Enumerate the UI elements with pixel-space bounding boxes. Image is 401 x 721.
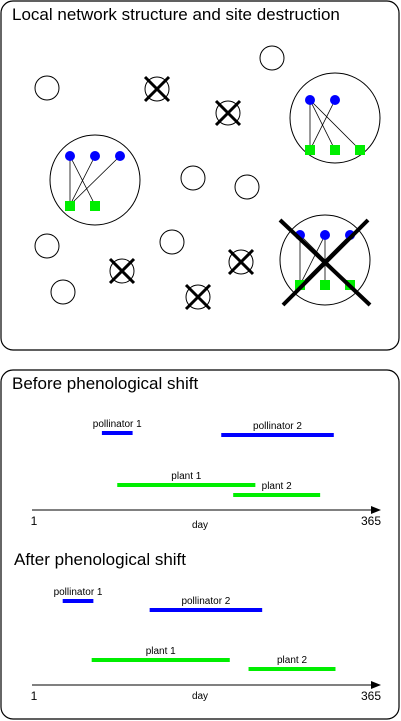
pollinator-node xyxy=(65,151,75,161)
after-title: After phenological shift xyxy=(14,550,186,569)
site xyxy=(159,229,185,255)
destroyed-site xyxy=(108,257,136,285)
destroyed-site xyxy=(184,283,212,311)
before-axis: 1 365 day xyxy=(31,506,381,531)
before-title: Before phenological shift xyxy=(12,374,198,393)
axis-end-label: 365 xyxy=(361,514,381,528)
axis-start-label: 1 xyxy=(31,514,38,528)
destruction-cross xyxy=(281,218,370,307)
plant-node xyxy=(330,145,340,155)
destroyed-site xyxy=(143,75,171,103)
pollinator-node xyxy=(305,95,315,105)
pollinator-bar-label: pollinator 2 xyxy=(181,596,230,607)
pollinator-node xyxy=(90,151,100,161)
plant-node xyxy=(295,280,305,290)
axis-title: day xyxy=(192,691,208,702)
network-site-left xyxy=(49,134,141,226)
plant-bar-label: plant 1 xyxy=(146,646,176,657)
pollinator-node xyxy=(320,230,330,240)
plant-bar-label: plant 2 xyxy=(277,655,307,666)
network-panel-title: Local network structure and site destruc… xyxy=(12,5,340,24)
site xyxy=(34,75,60,101)
after-axis: 1 365 day xyxy=(31,681,381,703)
pollinator-bar-label: pollinator 1 xyxy=(54,587,103,598)
site xyxy=(234,174,260,200)
plant-bar-label: plant 2 xyxy=(262,481,292,492)
empty-sites xyxy=(34,45,285,305)
axis-arrow-icon xyxy=(371,506,381,514)
axis-end-label: 365 xyxy=(361,689,381,703)
site xyxy=(50,279,76,305)
network-site-right-top xyxy=(289,72,381,164)
plant-node xyxy=(320,280,330,290)
site xyxy=(34,233,60,259)
network-site-destroyed xyxy=(278,214,372,307)
pollinator-node xyxy=(330,95,340,105)
axis-arrow-icon xyxy=(371,681,381,689)
plant-bar-label: plant 1 xyxy=(171,471,201,482)
network-panel: Local network structure and site destruc… xyxy=(0,0,400,351)
destroyed-sites xyxy=(108,75,255,311)
pollinator-node xyxy=(115,151,125,161)
site xyxy=(180,165,206,191)
plant-node xyxy=(305,145,315,155)
pollinator-bar-label: pollinator 2 xyxy=(253,421,302,432)
after-bars: pollinator 1 pollinator 2 plant 1 plant 2 xyxy=(54,587,336,671)
pollinator-bar-label: pollinator 1 xyxy=(93,419,142,430)
plant-node xyxy=(65,201,75,211)
phenology-panel-frame xyxy=(0,369,400,720)
axis-start-label: 1 xyxy=(31,689,38,703)
axis-title: day xyxy=(192,520,208,531)
plant-node xyxy=(90,201,100,211)
destroyed-site xyxy=(214,99,242,127)
destroyed-site xyxy=(227,248,255,276)
site xyxy=(259,45,285,71)
plant-node xyxy=(355,145,365,155)
before-bars: pollinator 1 pollinator 2 plant 1 plant 2 xyxy=(93,419,334,497)
